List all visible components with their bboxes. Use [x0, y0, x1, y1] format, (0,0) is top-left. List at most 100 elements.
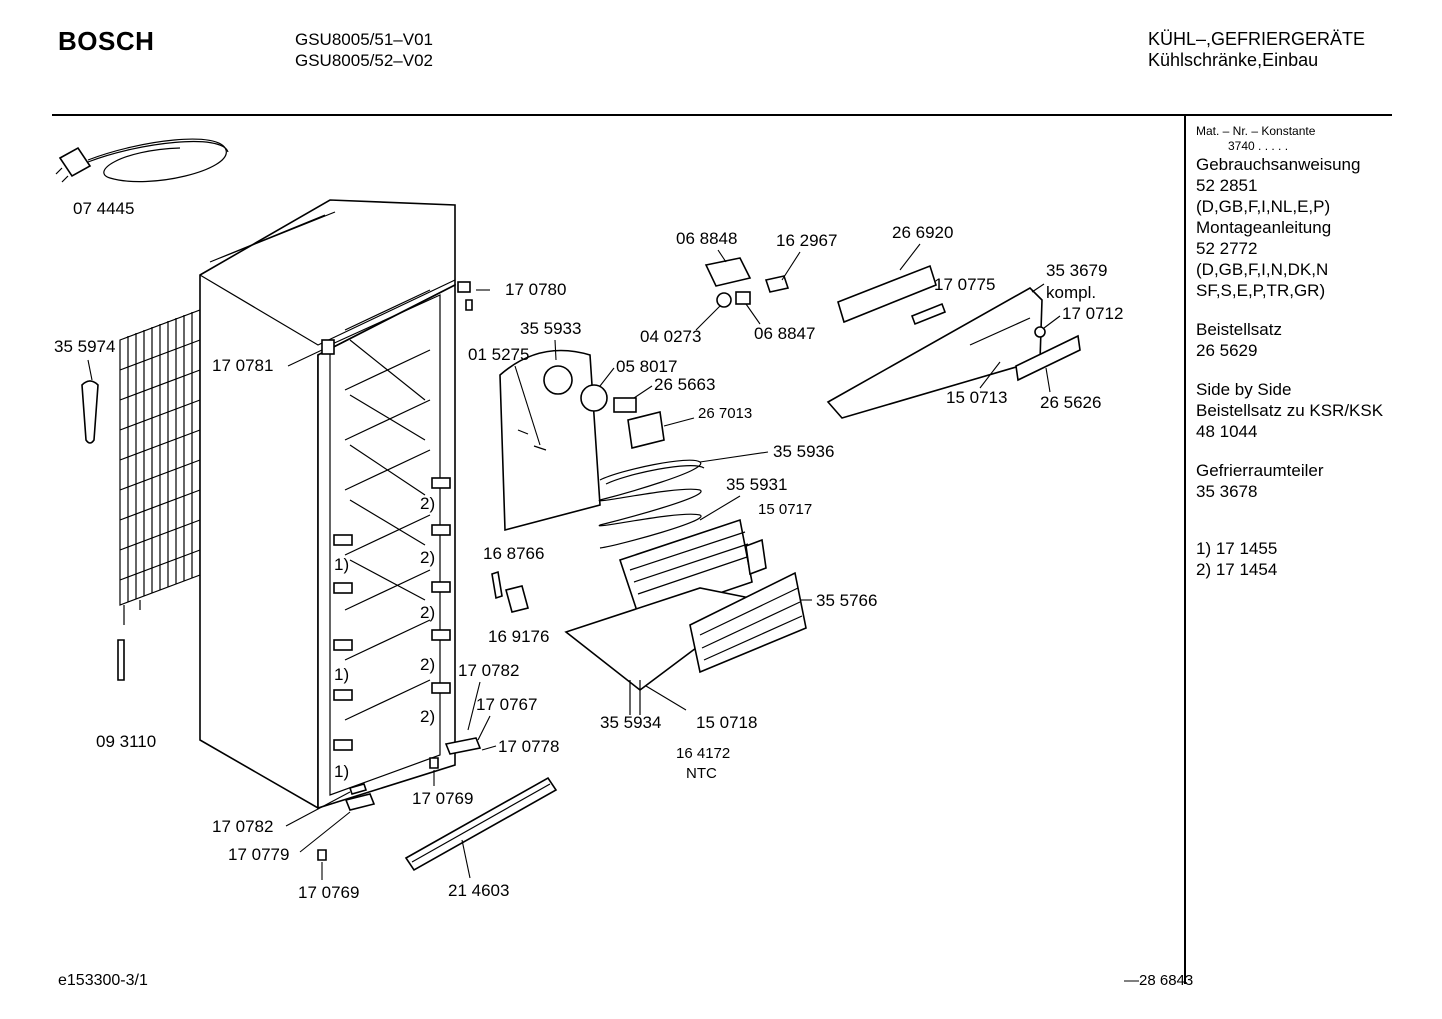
fan-drawing	[580, 384, 608, 412]
lower-hinge-drawing	[344, 793, 376, 811]
beistellsatz-label: Beistellsatz	[1196, 320, 1282, 339]
part-label: 17 0769	[298, 883, 359, 902]
note-marker: 2)	[420, 655, 435, 674]
model-number-2: GSU8005/52–V02	[295, 51, 433, 70]
part-label: 05 8017	[616, 357, 677, 376]
part-label: 17 0779	[228, 845, 289, 864]
part-label: 01 5275	[468, 345, 529, 364]
model-number-1: GSU8005/51–V01	[295, 30, 433, 49]
part-label: 17 0782	[458, 661, 519, 680]
power-cord-drawing	[55, 138, 229, 183]
condenser-drawing	[119, 309, 201, 625]
part-label: 16 2967	[776, 231, 837, 250]
part-label: 35 5931	[726, 475, 787, 494]
note-marker: 1)	[334, 555, 349, 574]
info-line: SF,S,E,P,TR,GR)	[1196, 281, 1326, 300]
part-label: 26 7013	[698, 405, 752, 422]
category-title: KÜHL–,GEFRIERGERÄTE	[1148, 29, 1366, 49]
control-board-drawing	[837, 264, 937, 324]
part-label: 26 5663	[654, 375, 715, 394]
subcategory-title: Kühlschränke,Einbau	[1148, 50, 1319, 70]
part-label: 26 5626	[1040, 393, 1101, 412]
capillary-drawing	[117, 639, 125, 681]
freezer-drawer-drawing	[564, 518, 807, 692]
part-label: 26 6920	[892, 223, 953, 242]
info-line: Gebrauchsanweisung	[1196, 155, 1361, 174]
side-by-side-number: 48 1044	[1196, 422, 1258, 441]
part-label: 35 5766	[816, 591, 877, 610]
exploded-parts-diagram: 07 4445 35 5974 09 3110 2) 2) 2)	[54, 138, 1123, 902]
header-divider	[52, 114, 1392, 116]
note-marker: 2)	[420, 548, 435, 567]
info-line: (D,GB,F,I,N,DK,N	[1196, 260, 1329, 279]
page-reference: —28 6843	[1124, 972, 1194, 989]
part-label: 35 5974	[54, 337, 115, 356]
part-label: 17 0712	[1062, 304, 1123, 323]
part-label: 16 9176	[488, 627, 549, 646]
note-2: 2) 17 1454	[1196, 560, 1278, 579]
part-label: 15 0713	[946, 388, 1007, 407]
part-label: 17 0767	[476, 695, 537, 714]
info-line: 52 2772	[1196, 239, 1258, 258]
brand-logo: BOSCH	[58, 26, 155, 56]
part-label: 35 5936	[773, 442, 834, 461]
screw-icon	[429, 757, 439, 769]
part-label: 15 0718	[696, 713, 757, 732]
part-label: 35 5933	[520, 319, 581, 338]
part-label: 07 4445	[73, 199, 134, 218]
part-label: 04 0273	[640, 327, 701, 346]
part-label: 06 8848	[676, 229, 737, 248]
plinth-drawing	[404, 776, 558, 872]
sidebar-divider	[1184, 116, 1186, 984]
part-label: 17 0769	[412, 789, 473, 808]
gefrierraumteiler-number: 35 3678	[1196, 482, 1258, 501]
side-by-side-desc: Beistellsatz zu KSR/KSK	[1196, 401, 1384, 420]
fan-bracket-drawing	[627, 411, 665, 449]
side-by-side-label: Side by Side	[1196, 380, 1292, 399]
screw-icon	[317, 849, 327, 861]
evaporator-coil-drawing	[598, 459, 705, 549]
part-label: 35 3679	[1046, 261, 1107, 280]
part-label: 17 0780	[505, 280, 566, 299]
note-1: 1) 17 1455	[1196, 539, 1278, 558]
document-code: e153300-3/1	[58, 972, 148, 989]
part-label: 17 0775	[934, 275, 995, 294]
part-label: 17 0781	[212, 356, 273, 375]
part-label: 35 5934	[600, 713, 661, 732]
part-label: 06 8847	[754, 324, 815, 343]
part-label: kompl.	[1046, 283, 1096, 302]
note-marker: 2)	[420, 603, 435, 622]
sensor-cover-drawing	[505, 585, 529, 613]
gefrierraumteiler-label: Gefrierraumteiler	[1196, 461, 1324, 480]
mat-value: 3740 . . . . .	[1228, 139, 1289, 153]
note-marker: 2)	[420, 494, 435, 513]
info-line: Montageanleitung	[1196, 218, 1332, 237]
page-reference-number: 28 6843	[1139, 972, 1194, 989]
cover-strip-drawing	[1015, 334, 1081, 382]
sensor-drawing	[491, 570, 503, 600]
note-marker: 2)	[420, 707, 435, 726]
note-marker: 1)	[334, 665, 349, 684]
note-marker: 1)	[334, 762, 349, 781]
part-label: 17 0778	[498, 737, 559, 756]
motor-drawing	[613, 397, 637, 413]
part-label: 16 8766	[483, 544, 544, 563]
mat-label: Mat. – Nr. – Konstante	[1196, 124, 1316, 138]
part-label: NTC	[686, 765, 717, 782]
info-line: (D,GB,F,I,NL,E,P)	[1196, 197, 1331, 216]
hinge-drawing	[444, 737, 482, 755]
part-label: 16 4172	[676, 745, 730, 762]
knob-drawing	[716, 292, 732, 308]
lamp-socket-drawing	[764, 275, 790, 293]
drain-tube-drawing	[81, 380, 99, 444]
info-panel: Mat. – Nr. – Konstante 3740 . . . . . Ge…	[1196, 124, 1436, 580]
part-label: 15 0717	[758, 501, 812, 518]
switch-drawing	[735, 291, 751, 305]
info-line: 52 2851	[1196, 176, 1258, 195]
beistellsatz-number: 26 5629	[1196, 341, 1258, 360]
part-label: 21 4603	[448, 881, 509, 900]
thermostat-housing-drawing	[704, 257, 752, 287]
part-label: 09 3110	[96, 732, 156, 751]
cabinet-drawing	[199, 199, 471, 810]
part-label: 17 0782	[212, 817, 273, 836]
